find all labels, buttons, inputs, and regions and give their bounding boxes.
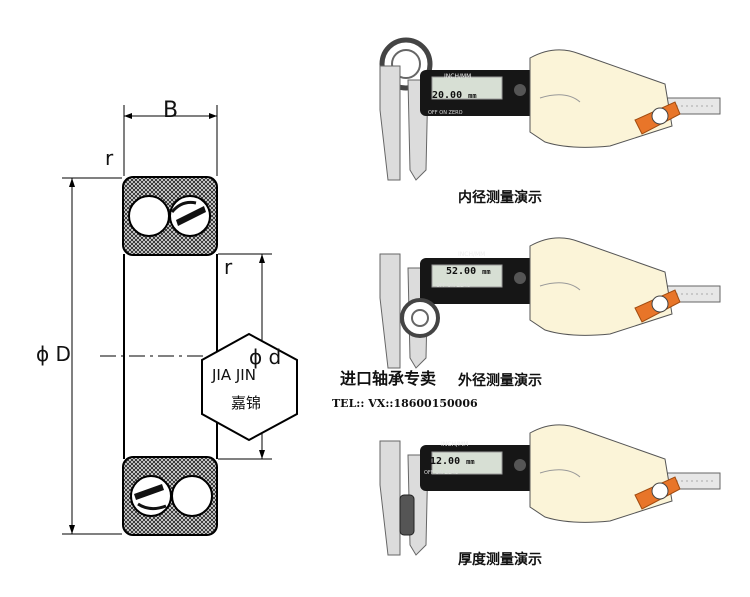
caliper-2-reading: 52.00 mm <box>446 266 491 277</box>
caliper-3-value: 12.00 <box>430 456 461 467</box>
caliper-1-reading: 20.00 mm <box>432 90 477 101</box>
bore-diameter-label: ϕ d <box>249 345 282 369</box>
promo-contact: TEL:: VX::18600150006 <box>332 397 478 410</box>
caption-inner-diameter: 内径测量演示 <box>458 190 542 206</box>
bearing-drawing <box>62 105 298 536</box>
watermark-hexagon <box>201 332 298 442</box>
width-label: B <box>163 98 179 123</box>
watermark-chinese: 嘉锦 <box>231 394 262 412</box>
caliper-demos <box>379 37 721 556</box>
outer-diameter-label: ϕ D <box>36 342 71 366</box>
caliper-3-unit: mm <box>466 458 475 466</box>
radius-label-top: r <box>105 146 114 170</box>
caliper-2-buttons: OFF ON ZERO <box>436 283 471 289</box>
caliper-1-buttons: OFF ON ZERO <box>428 110 463 116</box>
caliper-2-value: 52.00 <box>446 266 477 277</box>
watermark-latin: JIA JIN <box>212 366 256 384</box>
promo-title: 进口轴承专卖 <box>340 369 437 388</box>
caption-thickness: 厚度测量演示 <box>458 552 542 568</box>
caliper-2-mode: INCH/MM <box>458 251 486 258</box>
caliper-3-reading: 12.00 mm <box>430 456 475 467</box>
caliper-2-unit: mm <box>482 268 491 276</box>
caliper-3-mode: INCH/MM <box>441 441 469 448</box>
caliper-1-value: 20.00 <box>432 90 463 101</box>
radius-label-inner: r <box>224 255 233 279</box>
caliper-1-unit: mm <box>468 92 477 100</box>
caption-outer-diameter: 外径测量演示 <box>458 373 542 389</box>
caliper-3-buttons: OFF ON ZERO <box>424 470 459 476</box>
caliper-1-mode: INCH/MM <box>444 73 472 80</box>
